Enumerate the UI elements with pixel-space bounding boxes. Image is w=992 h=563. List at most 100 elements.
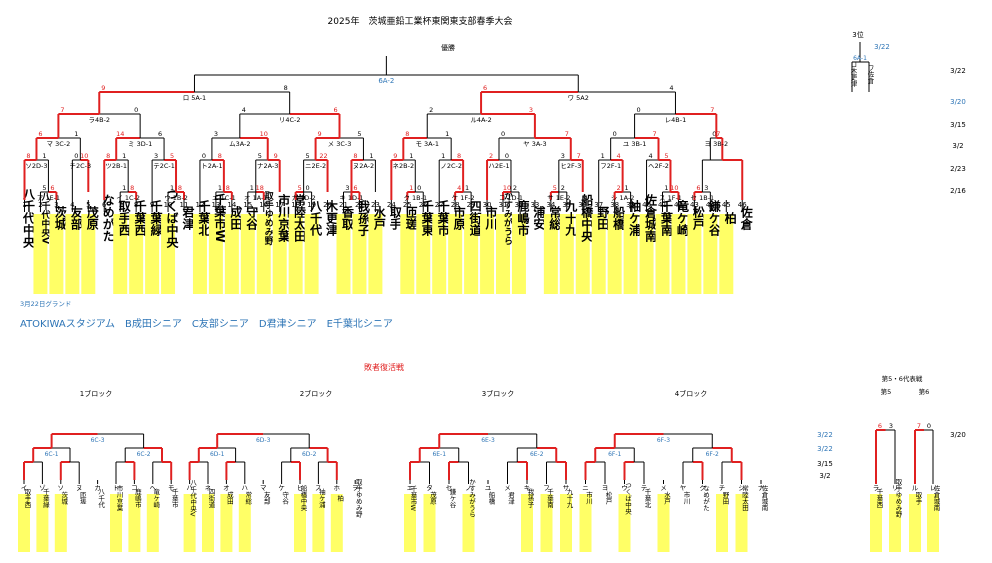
team-highlight (703, 214, 718, 294)
rep-team-name: 九十九 (565, 487, 573, 509)
rep-team-name: 取手西 (23, 488, 31, 509)
team-highlight (607, 214, 622, 294)
rep-team-kana: ヲ (352, 484, 359, 492)
rep-team-kana: イ (21, 484, 28, 492)
team-highlight (208, 214, 223, 294)
rep-team-kana: フ (543, 484, 550, 492)
r1-game-label: イ 1C-2 (116, 194, 140, 202)
rep-team-name: 船橋中央 (299, 484, 307, 513)
rep-team-kana: ヘ (150, 484, 157, 492)
r2-game-score: 10 (80, 152, 88, 160)
rep-team-name: 千葉市W (409, 484, 417, 512)
team-highlight (496, 214, 510, 294)
team-highlight (639, 214, 654, 294)
semi-game-score: 8 (284, 84, 288, 92)
rep-final-5-score: 3 (889, 422, 893, 430)
page-title: 2025年 茨城亜鉛工業杯東関東支部春季大会 (328, 15, 513, 27)
r2-game-score: 5 (258, 152, 262, 160)
rep-finals-kana: ル (912, 484, 919, 492)
r2-game-score: 1 (601, 152, 605, 160)
rep-team-name: 鎌ケ谷 (448, 487, 456, 509)
team-highlight (49, 214, 64, 294)
team-highlight (256, 214, 271, 294)
r3-game-score: 5 (357, 130, 361, 138)
team-highlight (65, 214, 80, 294)
block-title: 1ブロック (80, 389, 112, 398)
r2-game-label: ニ2E-2 (305, 162, 326, 170)
rep-team-kana: ヌ (76, 484, 83, 492)
rep-team-kana: オ (223, 484, 230, 492)
grounds-list: ATOKIWAスタジアム B成田シニア C友部シニア D君津シニア E千葉北シニ… (20, 317, 393, 330)
rep-finals-label: 第6 (919, 387, 930, 396)
team-highlight (224, 214, 239, 294)
quarter-game-label: ラ4B-2 (88, 116, 110, 124)
r2-game-score: 3 (154, 152, 158, 160)
team-name: 市原 (452, 205, 466, 231)
r3-game-score: 7 (565, 130, 569, 138)
block-title: 4ブロック (675, 389, 707, 398)
rep-team-kana: タ (426, 483, 433, 492)
rep-team-highlight (183, 494, 196, 552)
r3-game-score: 14 (116, 130, 124, 138)
r1-game-score: 5 (42, 184, 46, 192)
r1-game-score: 8 (178, 184, 182, 192)
team-name: 八千代 (309, 200, 323, 237)
r1-game-label: ケ 1F-2 (452, 194, 475, 202)
team-name: 市川 (484, 205, 498, 230)
rep-round-date: 3/22 (817, 445, 833, 453)
team-name: 千葉北 (197, 199, 211, 237)
rep-team-kana: ソ (58, 484, 65, 492)
rep-team-kana: キ (524, 484, 531, 492)
team-highlight (145, 214, 160, 294)
team-highlight (448, 214, 463, 294)
rep-team-kana: ス (315, 484, 322, 492)
team-highlight (543, 214, 558, 294)
rep-team-kana: シ (738, 484, 745, 492)
r3-game-score: 0 (501, 130, 505, 138)
team-name: 茨城 (53, 205, 67, 231)
r1-game-label: エ 1C-1 (212, 194, 236, 202)
rep-team-highlight (54, 494, 67, 552)
r1-game-score: 1 (664, 184, 668, 192)
r2-game-label: ツ2B-1 (105, 162, 127, 170)
block-title: 2ブロック (300, 389, 332, 398)
team-name: 四街道 (468, 200, 482, 237)
team-name: 千葉市 (436, 199, 450, 237)
rep-game-label: 6C-3 (91, 437, 105, 444)
r2-game-score: 1 (122, 152, 126, 160)
rep-team-highlight (294, 494, 306, 552)
r1-game-score: 5 (553, 184, 557, 192)
rep-final-5-score: 6 (878, 422, 882, 430)
r2-game-score: 0 (74, 152, 78, 160)
r1-game-score: 1 (218, 184, 222, 192)
r1-game-score: 4 (457, 184, 461, 192)
team-name: 袖ケ浦 (628, 199, 642, 237)
third-place-game: 6A-1 (853, 55, 867, 62)
grounds-title: 3月22日グランド (20, 299, 71, 308)
third-place-team: ロ木更津 (849, 61, 857, 88)
rep-finals-team: 取手ゆめみ野 (894, 478, 902, 518)
rep-team-kana: カ (94, 484, 101, 492)
r2-game-score: 1 (42, 152, 46, 160)
team-name: 千葉緑 (149, 199, 163, 237)
r2-game-label: ヌ2A-2 (353, 162, 374, 170)
r2-game-label: へ2F-2 (648, 162, 669, 170)
r1-game-score: 10 (503, 184, 511, 192)
rep-team-name: かすみがうら (468, 478, 476, 518)
quarter-game-score: 6 (333, 106, 337, 114)
r1-game-score: 6 (50, 184, 54, 192)
r1-game-label: シ 1A-2 (611, 194, 635, 202)
team-highlight (113, 214, 128, 294)
team-highlight (591, 214, 606, 294)
r2-game-score: 8 (353, 152, 357, 160)
quarter-game-label: リ4C-2 (279, 116, 301, 124)
rep-team-name: 常陸太田 (741, 484, 749, 513)
rep-team-name: なめがた (702, 485, 710, 512)
rep-team-name: 市川 (585, 490, 593, 505)
rep-team-highlight (238, 494, 251, 552)
team-highlight (129, 214, 144, 294)
r3-game-score: 8 (405, 130, 409, 138)
r3-game-label: ヤ 3A-3 (523, 140, 547, 148)
rep-game-label: 6E-1 (432, 451, 446, 458)
